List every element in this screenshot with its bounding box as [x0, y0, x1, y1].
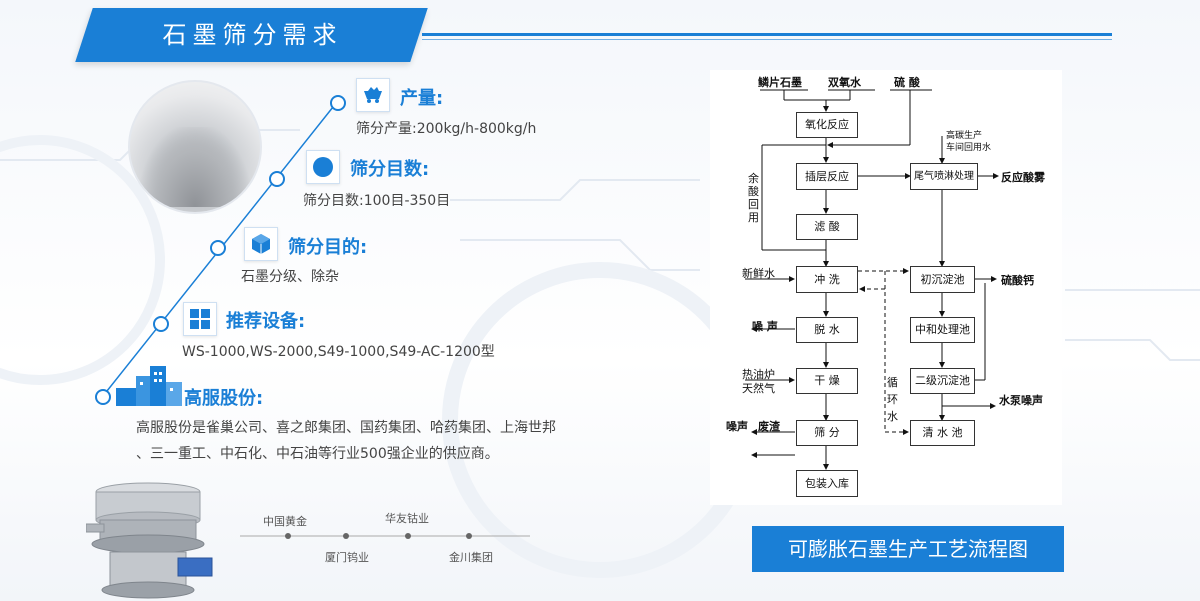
flow-step: 尾气喷淋处理: [910, 163, 978, 190]
flow-output: 水泵噪声: [999, 394, 1043, 407]
item-text: 石墨分级、除杂: [241, 269, 339, 285]
flow-step: 二级沉淀池: [910, 368, 975, 394]
flow-step: 包装入库: [796, 470, 858, 497]
flow-note: 车间回用水: [946, 143, 992, 153]
flow-input: 鳞片石墨: [758, 76, 802, 89]
partner-dot: [285, 533, 291, 539]
item-heading: 推荐设备:: [226, 311, 306, 332]
grid-icon: [183, 302, 217, 336]
flow-input: 天然气: [742, 382, 775, 395]
item-heading: 产量:: [400, 88, 444, 109]
flow-step: 脱 水: [796, 317, 858, 343]
factory-icon: [116, 366, 182, 406]
flow-step: 干 燥: [796, 368, 858, 394]
flow-step: 插层反应: [796, 163, 858, 190]
flow-input: 新鲜水: [742, 267, 775, 280]
timeline-node: [330, 95, 346, 111]
timeline-node: [95, 389, 111, 405]
flow-input: 双氧水: [828, 76, 861, 89]
flow-output: 噪 声: [752, 320, 778, 333]
partner-label: 华友钴业: [385, 512, 429, 525]
flow-note: 循环水: [887, 376, 898, 423]
flow-note: 余酸回用: [748, 172, 759, 224]
timeline-node: [210, 240, 226, 256]
item-text: WS-1000,WS-2000,S49-1000,S49-AC-1200型: [182, 344, 495, 360]
timeline-node: [269, 171, 285, 187]
item-text: 筛分目数:100目-350目: [303, 193, 451, 209]
item-heading: 筛分目数:: [350, 159, 430, 180]
flow-step: 氧化反应: [796, 112, 858, 138]
partner-dot: [343, 533, 349, 539]
partner-dot: [466, 533, 472, 539]
flow-output: 反应酸雾: [1001, 171, 1045, 184]
item-text: 、三一重工、中石化、中石油等行业500强企业的供应商。: [136, 446, 499, 462]
mesh-circle-icon: [306, 150, 340, 184]
flow-note: 高碳生产: [946, 131, 983, 141]
partner-label: 金川集团: [449, 551, 493, 564]
flow-output: 噪声: [726, 420, 748, 433]
cube-icon: [244, 227, 278, 261]
timeline-node: [153, 316, 169, 332]
header-rule: [422, 33, 1112, 36]
flow-output: 废渣: [758, 420, 780, 433]
partner-label: 中国黄金: [263, 515, 307, 528]
partner-dot: [405, 533, 411, 539]
partner-label: 厦门钨业: [325, 551, 369, 564]
vibrating-screen-machine: [86, 482, 213, 599]
flowchart-title: 可膨胀石墨生产工艺流程图: [752, 526, 1064, 572]
item-text: 高服股份是雀巢公司、喜之郎集团、国药集团、哈药集团、上海世邦: [136, 420, 556, 436]
flow-step: 冲 洗: [796, 266, 858, 293]
mine-cart-icon: [356, 78, 390, 112]
flow-input: 热油炉: [742, 368, 775, 381]
item-text: 筛分产量:200kg/h-800kg/h: [356, 121, 537, 137]
item-heading: 高服股份:: [184, 388, 264, 409]
flow-step: 初沉淀池: [910, 266, 975, 293]
flow-output: 硫酸钙: [1001, 274, 1034, 287]
flow-step: 筛 分: [796, 420, 858, 446]
flow-input: 硫 酸: [894, 76, 920, 89]
header-title: 石墨筛分需求: [162, 21, 343, 49]
flow-step: 滤 酸: [796, 214, 858, 240]
header-rule-thin: [422, 39, 1112, 40]
flow-step: 清 水 池: [910, 420, 975, 446]
graphite-powder-photo: [128, 80, 262, 214]
item-heading: 筛分目的:: [288, 237, 368, 258]
flow-step: 中和处理池: [910, 317, 975, 343]
